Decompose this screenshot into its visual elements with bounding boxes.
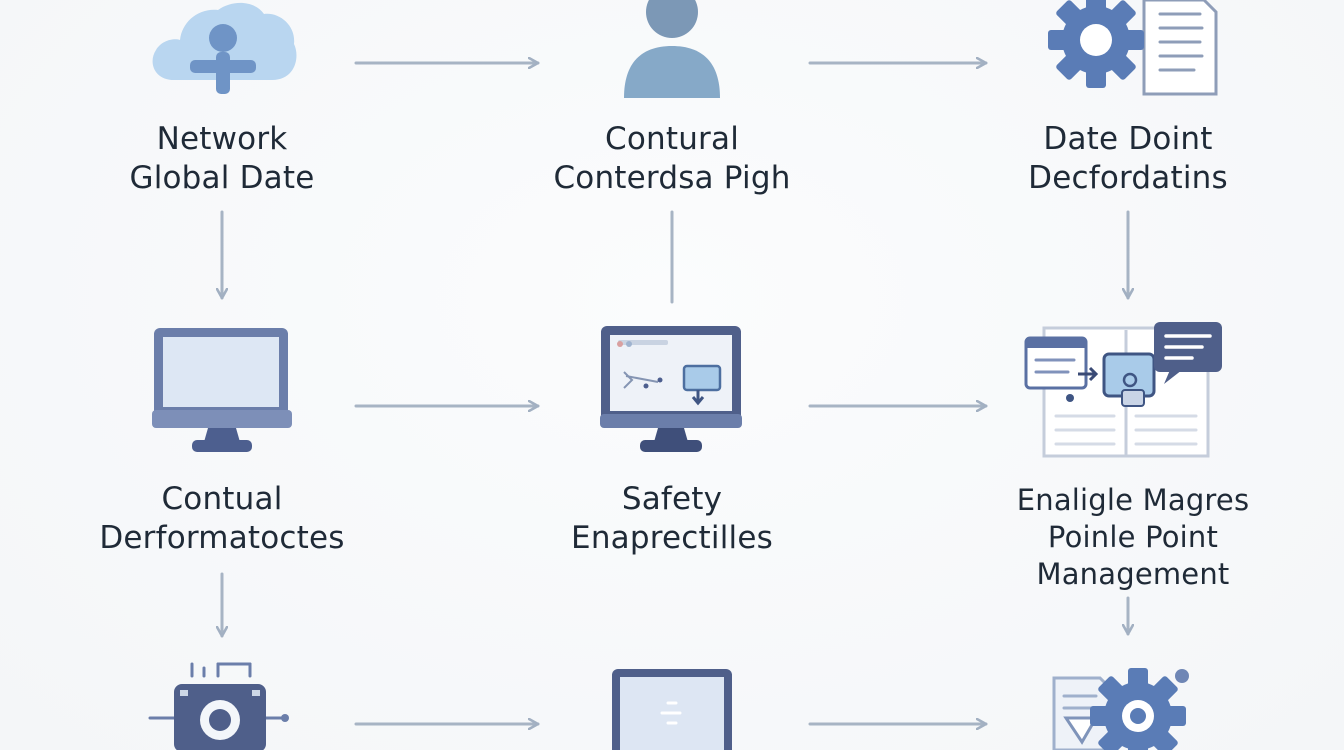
node-enaligle-line-1: Enaligle Magres xyxy=(1016,483,1250,517)
user-icon xyxy=(624,0,720,98)
node-contual-line-1: Contual xyxy=(161,481,283,517)
node-label-contual: Contual Derformatoctes xyxy=(62,480,382,558)
node-network-line-2: Global Date xyxy=(129,160,315,196)
node-enaligle-line-3: Management xyxy=(1036,557,1230,591)
node-safety-line-2: Enaprectilles xyxy=(571,520,773,556)
monitor-icon xyxy=(152,328,292,452)
node-label-enaligle: Enaligle Magres Poinle Point Management xyxy=(988,482,1278,593)
node-date-doint-line-2: Decfordatins xyxy=(1028,160,1228,196)
node-date-doint-line-1: Date Doint xyxy=(1043,121,1213,157)
node-label-contural: Contural Conterdsa Pigh xyxy=(512,120,832,198)
monitor-chart-icon xyxy=(600,326,742,452)
node-contual-line-2: Derformatoctes xyxy=(99,520,345,556)
node-contural-line-2: Conterdsa Pigh xyxy=(553,160,791,196)
node-label-date-doint: Date Doint Decfordatins xyxy=(988,120,1268,198)
cloud-user-icon xyxy=(152,2,297,94)
bottom-monitor-icon xyxy=(612,669,732,750)
gear-document-bottom-icon xyxy=(1052,668,1189,750)
gear-document-icon xyxy=(1048,0,1218,96)
node-label-safety: Safety Enaprectilles xyxy=(522,480,822,558)
node-network-line-1: Network xyxy=(156,121,288,157)
node-safety-line-1: Safety xyxy=(621,481,723,517)
document-chat-icon xyxy=(1024,322,1222,458)
circuit-camera-icon xyxy=(148,662,289,750)
node-enaligle-line-2: Poinle Point xyxy=(1047,520,1219,554)
node-contural-line-1: Contural xyxy=(604,121,740,157)
node-label-network: Network Global Date xyxy=(92,120,352,198)
